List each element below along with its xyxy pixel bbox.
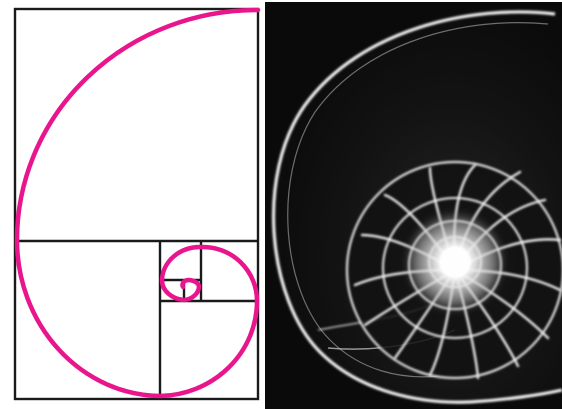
shell-core [439, 246, 471, 278]
golden-rectangle-panel [14, 8, 259, 400]
nautilus-shell-photo [265, 2, 562, 409]
